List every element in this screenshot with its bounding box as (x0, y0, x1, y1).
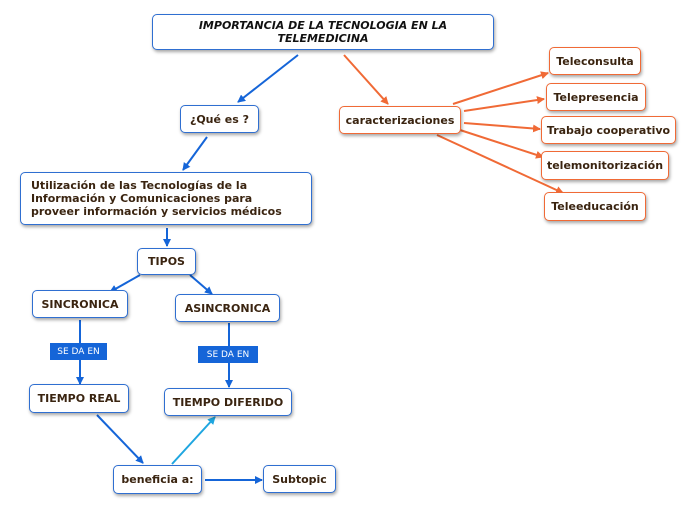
node-trabajo-cooperativo-label: Trabajo cooperativo (546, 123, 671, 137)
edge-que-es-to-definicion (182, 136, 208, 171)
edge-tipos-to-sincronica (109, 274, 141, 293)
relation-label-sincronica: SE DA EN (50, 343, 107, 360)
node-caracterizaciones-label: caracterizaciones (345, 113, 455, 127)
root-topic[interactable]: IMPORTANCIA DE LA TECNOLOGIA EN LA TELEM… (152, 14, 494, 50)
node-tiempo-real[interactable]: TIEMPO REAL (29, 384, 129, 413)
node-telepresencia-label: Telepresencia (553, 90, 639, 104)
edge-root-to-caracterizaciones (343, 54, 389, 105)
edge-caracterizaciones-to-trabajo-cooperativo (463, 122, 541, 133)
node-tiempo-real-label: TIEMPO REAL (37, 392, 121, 405)
node-tipos[interactable]: TIPOS (137, 248, 196, 275)
edge-caracterizaciones-to-teleconsulta (452, 71, 549, 105)
node-teleconsulta[interactable]: Teleconsulta (549, 47, 641, 75)
node-teleconsulta-label: Teleconsulta (556, 54, 634, 68)
node-subtopic-label: Subtopic (272, 472, 327, 486)
node-beneficia-label: beneficia a: (121, 473, 194, 486)
relation-label-asincronica: SE DA EN (198, 346, 258, 363)
node-teleeducacion[interactable]: Teleeducación (544, 192, 646, 221)
node-beneficia[interactable]: beneficia a: (113, 465, 202, 494)
node-sincronica[interactable]: SINCRONICA (32, 290, 128, 318)
edge-tipos-to-asincronica (189, 274, 213, 295)
relation-label-sincronica-text: SE DA EN (57, 346, 100, 357)
node-tiempo-diferido[interactable]: TIEMPO DIFERIDO (164, 388, 292, 416)
node-definicion[interactable]: Utilización de las Tecnologías de la Inf… (20, 172, 312, 225)
node-caracterizaciones[interactable]: caracterizaciones (339, 106, 461, 134)
node-sincronica-label: SINCRONICA (41, 297, 119, 311)
edge-caracterizaciones-to-teleeducacion (436, 134, 564, 194)
node-trabajo-cooperativo[interactable]: Trabajo cooperativo (541, 116, 676, 144)
node-teleeducacion-label: Teleeducación (551, 200, 639, 213)
edge-beneficia-to-tiempo-diferido (171, 416, 216, 465)
edge-caracterizaciones-to-telepresencia (463, 96, 545, 112)
edge-root-to-que-es (237, 54, 299, 103)
node-definicion-label: Utilización de las Tecnologías de la Inf… (31, 179, 282, 218)
edge-tiempo-real-to-beneficia (96, 414, 144, 464)
node-que-es[interactable]: ¿Qué es ? (180, 105, 259, 133)
node-telemonitorizacion[interactable]: telemonitorización (541, 151, 669, 180)
node-asincronica[interactable]: ASINCRONICA (175, 294, 280, 322)
root-topic-label: IMPORTANCIA DE LA TECNOLOGIA EN LA TELEM… (198, 19, 448, 45)
node-tipos-label: TIPOS (148, 255, 185, 268)
node-telemonitorizacion-label: telemonitorización (546, 159, 664, 172)
relation-label-asincronica-text: SE DA EN (206, 349, 250, 360)
node-telepresencia[interactable]: Telepresencia (546, 83, 646, 111)
edge-caracterizaciones-to-telemonitorizacion (459, 129, 544, 159)
node-que-es-label: ¿Qué es ? (189, 112, 250, 126)
node-subtopic[interactable]: Subtopic (263, 465, 336, 493)
node-asincronica-label: ASINCRONICA (184, 301, 271, 315)
node-tiempo-diferido-label: TIEMPO DIFERIDO (172, 395, 284, 409)
